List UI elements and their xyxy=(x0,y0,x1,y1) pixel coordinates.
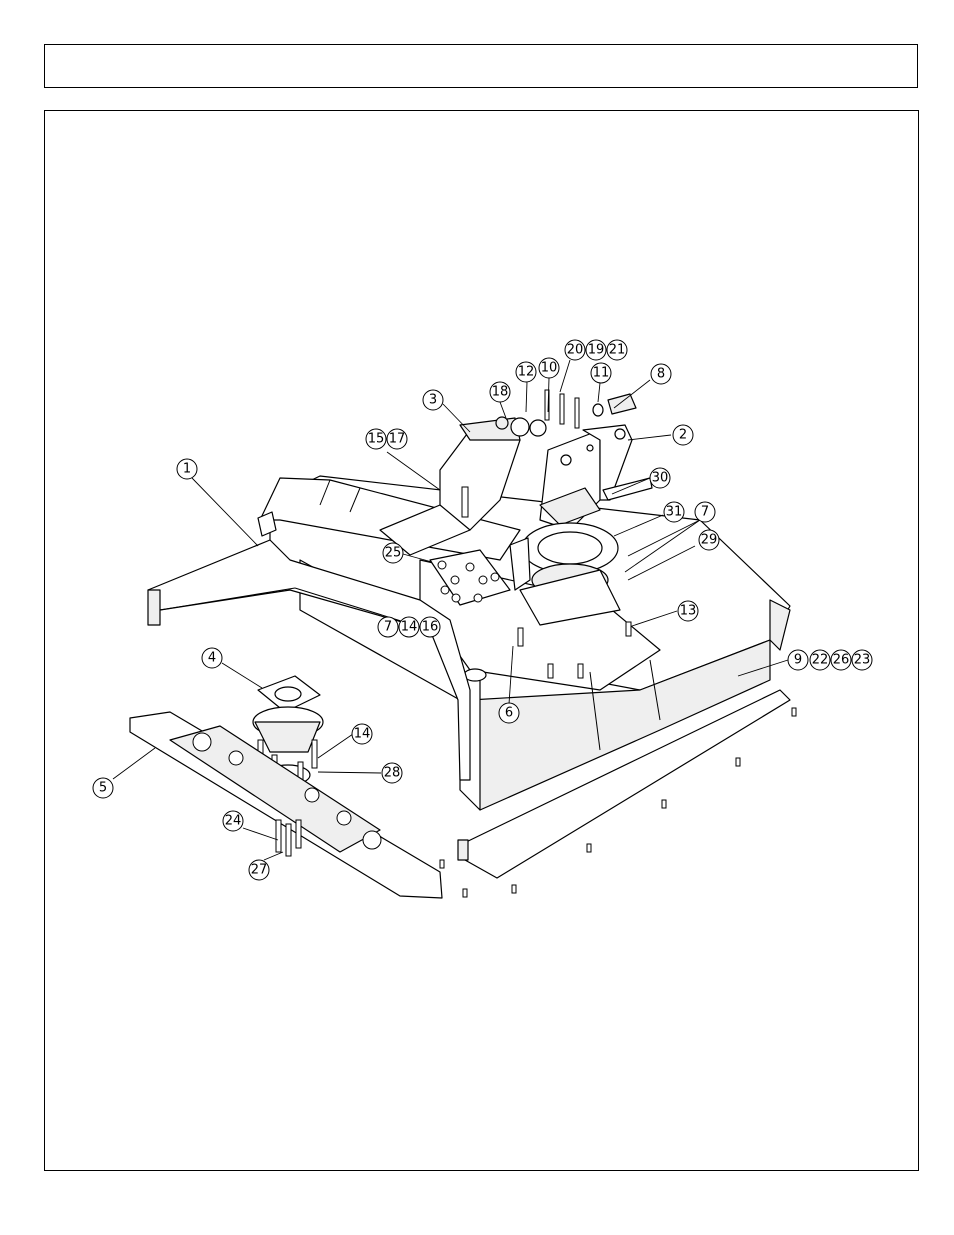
callout-9: 9 xyxy=(787,649,809,671)
hitch-frame-end xyxy=(147,589,161,626)
callout-7-b: 7 xyxy=(377,616,399,638)
gearbox-mount xyxy=(519,522,621,626)
callout-21: 21 xyxy=(606,339,628,361)
callout-label: 24 xyxy=(225,814,242,829)
callout-label: 2 xyxy=(679,428,687,443)
callout-label: 14 xyxy=(354,727,371,742)
tower-brace xyxy=(539,487,601,526)
callout-31: 31 xyxy=(663,501,685,523)
callout-label: 7 xyxy=(701,505,709,520)
callout-label: 21 xyxy=(609,343,626,358)
callout-11: 11 xyxy=(590,362,612,384)
callout-10: 10 xyxy=(538,357,560,379)
callout-label: 3 xyxy=(429,393,437,408)
callout-label: 20 xyxy=(567,343,584,358)
callout-2: 2 xyxy=(672,424,694,446)
front-plate-body xyxy=(429,549,511,606)
callout-label: 17 xyxy=(389,432,406,447)
callout-16: 16 xyxy=(419,616,441,638)
callout-label: 23 xyxy=(854,653,871,668)
callout-4: 4 xyxy=(201,647,223,669)
callout-1: 1 xyxy=(176,458,198,480)
callout-label: 19 xyxy=(588,343,605,358)
callout-19: 19 xyxy=(585,339,607,361)
hitch-frame-tube xyxy=(147,539,471,781)
callout-label: 18 xyxy=(492,385,509,400)
hitch-lug xyxy=(257,511,277,537)
gearbox-shield xyxy=(379,417,521,556)
leader-lines xyxy=(112,359,789,861)
callout-22: 22 xyxy=(809,649,831,671)
callout-label: 31 xyxy=(666,505,683,520)
callout-label: 4 xyxy=(208,651,216,666)
callout-label: 9 xyxy=(794,653,802,668)
callout-label: 13 xyxy=(680,604,697,619)
callout-label: 26 xyxy=(833,653,850,668)
callout-label: 12 xyxy=(518,365,535,380)
callout-label: 1 xyxy=(183,462,191,477)
deck-assembly xyxy=(259,475,791,811)
callout-29: 29 xyxy=(698,529,720,551)
callout-30: 30 xyxy=(649,467,671,489)
callout-3: 3 xyxy=(422,389,444,411)
callout-7-a: 7 xyxy=(694,501,716,523)
callout-label: 27 xyxy=(251,863,268,878)
skid-bar xyxy=(457,599,791,879)
callout-label: 14 xyxy=(401,620,418,635)
callout-14-b: 14 xyxy=(398,616,420,638)
callout-label: 7 xyxy=(384,620,392,635)
callout-8: 8 xyxy=(650,363,672,385)
callout-label: 10 xyxy=(541,361,558,376)
callout-label: 8 xyxy=(657,367,665,382)
callout-25: 25 xyxy=(382,542,404,564)
callout-label: 15 xyxy=(368,432,385,447)
callout-label: 11 xyxy=(593,366,610,381)
callout-18: 18 xyxy=(489,381,511,403)
blade-carrier xyxy=(169,725,381,853)
callout-5: 5 xyxy=(92,777,114,799)
callout-28: 28 xyxy=(381,762,403,784)
mount-plate xyxy=(519,569,621,626)
callout-20: 20 xyxy=(564,339,586,361)
callout-12: 12 xyxy=(515,361,537,383)
callout-13: 13 xyxy=(677,600,699,622)
callout-6: 6 xyxy=(498,702,520,724)
callout-27: 27 xyxy=(248,859,270,881)
blade-assembly xyxy=(129,711,443,899)
callout-label: 6 xyxy=(505,706,513,721)
callout-15: 15 xyxy=(365,428,387,450)
callout-23: 23 xyxy=(851,649,873,671)
hitch-tower xyxy=(539,424,633,531)
callout-label: 5 xyxy=(99,781,107,796)
callout-label: 30 xyxy=(652,471,669,486)
diagram-frame xyxy=(44,110,919,1171)
deck-rear-bar xyxy=(259,477,521,561)
header-box xyxy=(44,44,918,88)
callout-24: 24 xyxy=(222,810,244,832)
mount-ring-inner xyxy=(537,531,603,565)
callout-label: 22 xyxy=(812,653,829,668)
callout-26: 26 xyxy=(830,649,852,671)
callout-17: 17 xyxy=(386,428,408,450)
callout-label: 25 xyxy=(385,546,402,561)
front-plate xyxy=(429,537,531,606)
loose-hardware xyxy=(439,389,797,898)
callout-14-a: 14 xyxy=(351,723,373,745)
callout-label: 28 xyxy=(384,766,401,781)
callout-label: 16 xyxy=(422,620,439,635)
callout-label: 29 xyxy=(701,533,718,548)
hitch-frame xyxy=(147,511,471,781)
